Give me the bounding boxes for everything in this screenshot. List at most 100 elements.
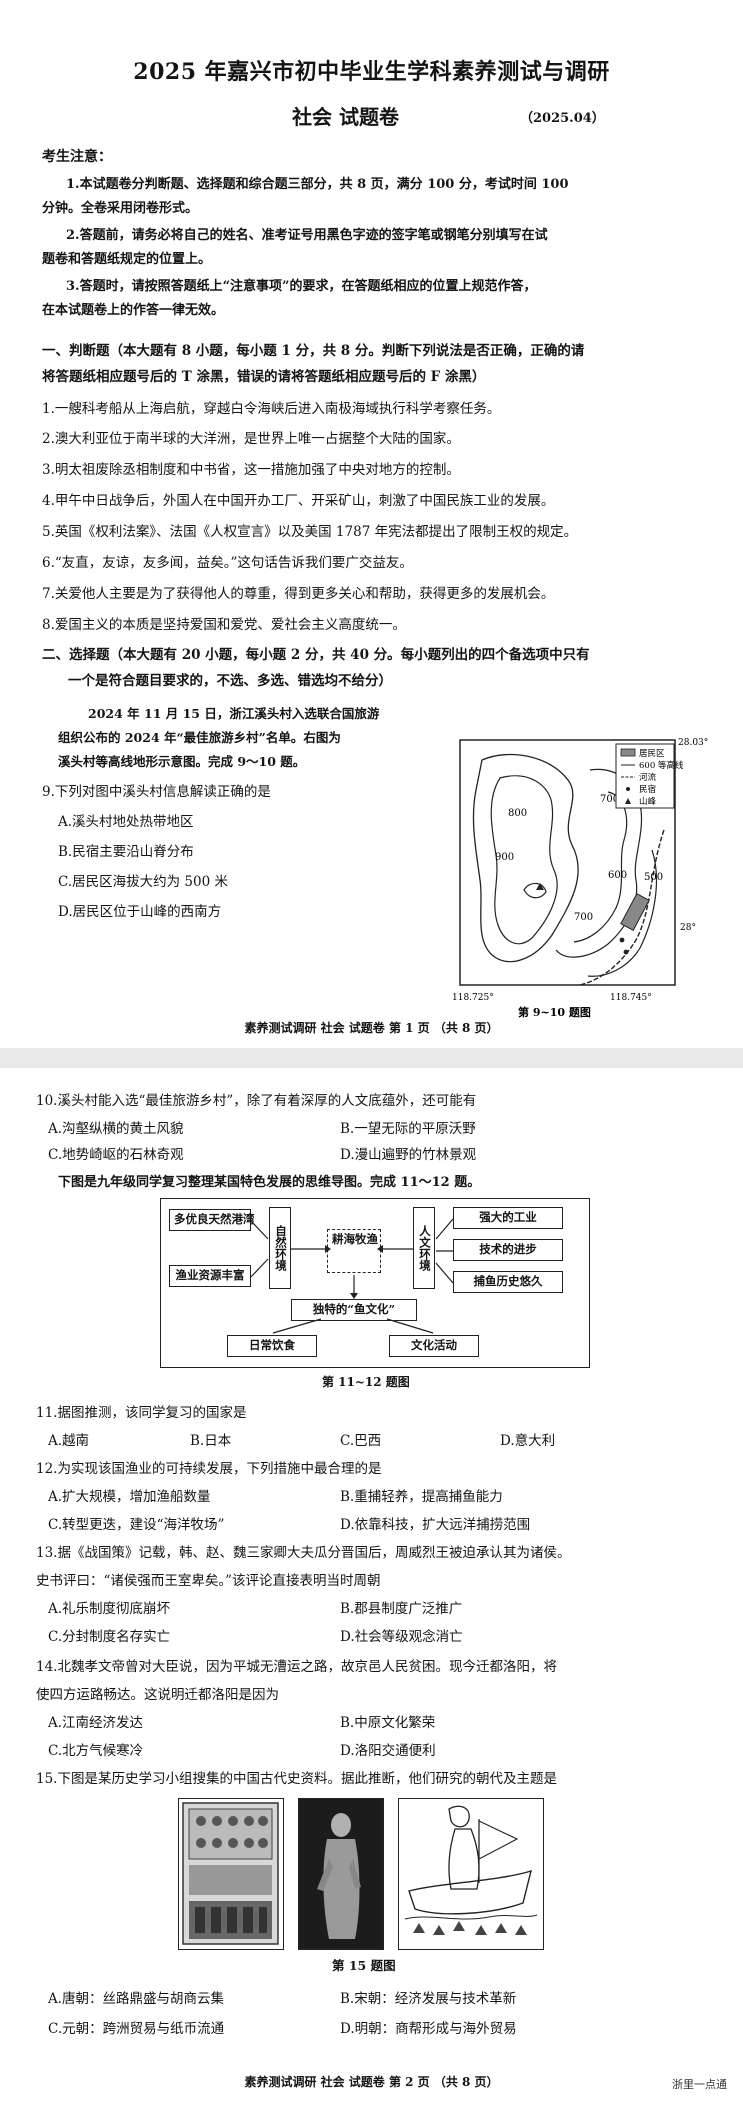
page-2-footer: 素养测试调研 社会 试题卷 第 2 页 （共 8 页） [244,2075,499,2089]
question-12-stem: 12.为实现该国渔业的可持续发展，下列措施中最合理的是 [36,1461,382,1477]
option-13d: D.社会等级观念消亡 [340,1629,463,1645]
notice-heading: 考生注意： [42,149,112,165]
mind-map-node-culture: 独特的“鱼文化” [291,1299,417,1321]
option-15a: A.唐朝：丝路鼎盛与胡商云集 [48,1990,224,2008]
question-15-stem: 15.下图是某历史学习小组搜集的中国古代史资料。据此推断，他们研究的朝代及主题是 [36,1771,557,1787]
contour-line-900 [472,753,579,963]
notice-line-1b: 分钟。全卷采用闭卷形式。 [42,201,199,216]
option-15a-text: 丝路鼎盛与胡商云集 [102,1991,225,2007]
option-15c: C.元朝：跨洲贸易与纸币流通 [48,2020,224,2038]
legend-item: 山峰 [639,796,657,807]
contour-label: 700 [574,912,593,923]
legend-item: 河流 [639,772,657,783]
option-12b: B.重捕轻养，提高捕鱼能力 [340,1489,503,1505]
question-14-stem: 14.北魏孝文帝曾对大臣说，因为平城无漕运之路，故京邑人民贫困。现今迁都洛阳，将 [36,1659,557,1675]
latitude-top: 28.03° [678,738,708,748]
page-1-footer: 素养测试调研 社会 试题卷 第 1 页 （共 8 页） [244,1021,499,1035]
option-11a: A.越南 [48,1433,90,1449]
homestay-icon [623,949,629,955]
watermark: 浙里一点通 [672,2078,727,2091]
mind-map-node: 捕鱼历史悠久 [453,1271,563,1293]
notice-line-3: 3.答题时，请按照答题纸上“注意事项”的要求，在答题纸相应的位置上规范作答， [66,279,537,294]
notice-line-1: 1.本试题卷分判断题、选择题和综合题三部分，共 8 页，满分 100 分，考试时… [66,177,569,192]
ship-drawing-image [398,1798,544,1950]
legend-item: 民宿 [639,784,656,795]
question-10-stem: 10.溪头村能入选“最佳旅游乡村”，除了有着深厚的人文底蕴外，还可能有 [36,1093,477,1109]
option-14a: A.江南经济发达 [48,1715,144,1731]
exam-page-2: 10.溪头村能入选“最佳旅游乡村”，除了有着深厚的人文底蕴外，还可能有 A.沟壑… [0,1068,743,2102]
contour-label: 700 [600,794,619,805]
longitude-left: 118.725° [452,993,494,1003]
mind-map-node: 技术的进步 [453,1239,563,1261]
contour-line-800 [490,775,558,945]
mind-map-node-human: 人文环境 [413,1207,435,1289]
exam-page-1: 2025 年嘉兴市初中毕业生学科素养测试与调研 社会 试题卷 （2025.04）… [0,0,743,1048]
contour-label: 800 [508,808,527,819]
page-gap [0,1048,743,1068]
intro-11-12: 下图是九年级同学复习整理某国特色发展的思维导图。完成 11～12 题。 [58,1175,481,1190]
mind-map-node-nature: 自然环境 [269,1207,291,1289]
exam-date: （2025.04） [520,111,605,126]
mind-map-node-center: 耕海牧渔 [327,1229,381,1273]
exam-subtitle: 社会 试题卷 [292,105,399,129]
section-2-heading-cont: 一个是符合题目要求的，不选、多选、错选均不给分） [68,673,392,689]
legend-item: 居民区 [639,749,665,759]
mind-map: 多优良天然港湾 渔业资源丰富 自然环境 耕海牧渔 人文环境 强大的工业 技术的进… [160,1198,590,1368]
question-13-stem: 13.据《战国策》记载，韩、赵、魏三家卿大夫瓜分晋国后，周威烈王被迫承认其为诸侯… [36,1545,571,1561]
mind-map-node: 日常饮食 [227,1335,317,1357]
option-14d: D.洛阳交通便利 [340,1743,436,1759]
option-15b-label: B.宋朝： [340,1991,395,2007]
option-9a: A.溪头村地处热带地区 [58,814,194,830]
judge-item: 1.一艘科考船从上海启航，穿越白令海峡后进入南极海域执行科学考察任务。 [42,401,501,417]
river-line [579,829,665,986]
section-2-heading: 二、选择题（本大题有 20 小题，每小题 2 分，共 40 分。每小题列出的四个… [42,647,590,663]
mind-map-node: 渔业资源丰富 [169,1265,251,1287]
exam-title: 2025 年嘉兴市初中毕业生学科素养测试与调研 [133,59,610,85]
option-15b-text: 经济发展与技术革新 [394,1991,517,2007]
option-15a-label: A.唐朝： [48,1991,103,2007]
intro-9-10-line-1: 2024 年 11 月 15 日，浙江溪头村入选联合国旅游 [88,706,380,721]
notice-line-3b: 在本试题卷上的作答一律无效。 [42,303,225,318]
option-15c-text: 跨洲贸易与纸币流通 [102,2021,225,2037]
option-10a: A.沟壑纵横的黄土风貌 [48,1121,184,1137]
judge-item: 6.“友直，友谅，友多闻，益矣。”这句话告诉我们要广交益友。 [42,555,413,571]
judge-item: 8.爱国主义的本质是坚持爱国和爱党、爱社会主义高度统一。 [42,617,406,633]
option-10c: C.地势崎岖的石林奇观 [48,1147,184,1163]
option-11c: C.巴西 [340,1433,382,1449]
question-11-stem: 11.据图推测，该同学复习的国家是 [36,1405,247,1421]
residential-area [620,893,650,931]
figurine-image [298,1798,384,1950]
option-10b: B.一望无际的平原沃野 [340,1121,476,1137]
contour-summit [523,882,547,899]
legend-item: 600 等高线 [639,760,684,771]
question-14-stem-cont: 使四方运路畅达。这说明迁都洛阳是因为 [36,1687,279,1703]
option-15d-text: 商帮形成与海外贸易 [395,2021,517,2037]
option-14b: B.中原文化繁荣 [340,1715,436,1731]
option-13b: B.郡县制度广泛推广 [340,1601,463,1617]
option-12c: C.转型更迭，建设“海洋牧场” [48,1517,225,1533]
paper-currency-image [178,1798,284,1950]
judge-item: 4.甲午中日战争后，外国人在中国开办工厂、开采矿山，刺激了中国民族工业的发展。 [42,493,555,509]
section-1-heading-cont: 将答题纸相应题号后的 T 涂黑，错误的请将答题纸相应题号后的 F 涂黑） [42,369,486,385]
option-13a: A.礼乐制度彻底崩坏 [48,1601,171,1617]
mind-map-node: 强大的工业 [453,1207,563,1229]
option-10d: D.漫山遍野的竹林景观 [340,1147,477,1163]
option-15d-label: D.明朝： [340,2021,396,2037]
latitude-bottom: 28° [680,923,696,933]
contour-line-500 [587,849,658,977]
option-11d: D.意大利 [500,1433,556,1449]
contour-label: 600 [608,870,627,881]
intro-9-10-line-3: 溪头村等高线地形示意图。完成 9～10 题。 [58,754,306,769]
option-11b: B.日本 [190,1433,232,1449]
contour-map: 900 800 700 700 600 500 居民区 600 等高线 河流 民… [452,738,708,1019]
contour-label: 900 [495,852,514,863]
notice-line-2b: 题卷和答题纸规定的位置上。 [42,252,212,267]
option-15d: D.明朝：商帮形成与海外贸易 [340,2020,517,2038]
section-1-heading: 一、判断题（本大题有 8 小题，每小题 1 分，共 8 分。判断下列说法是否正确… [42,343,585,359]
option-9b: B.民宿主要沿山脊分布 [58,844,194,860]
question-9-stem: 9.下列对图中溪头村信息解读正确的是 [42,784,271,800]
judge-item: 3.明太祖废除丞相制度和中书省，这一措施加强了中央对地方的控制。 [42,462,460,478]
option-9c: C.居民区海拔大约为 500 米 [58,874,228,890]
option-9d: D.居民区位于山峰的西南方 [58,904,222,920]
question-13-stem-cont: 史书评曰：“诸侯强而王室卑矣。”该评论直接表明当时周朝 [36,1573,381,1589]
